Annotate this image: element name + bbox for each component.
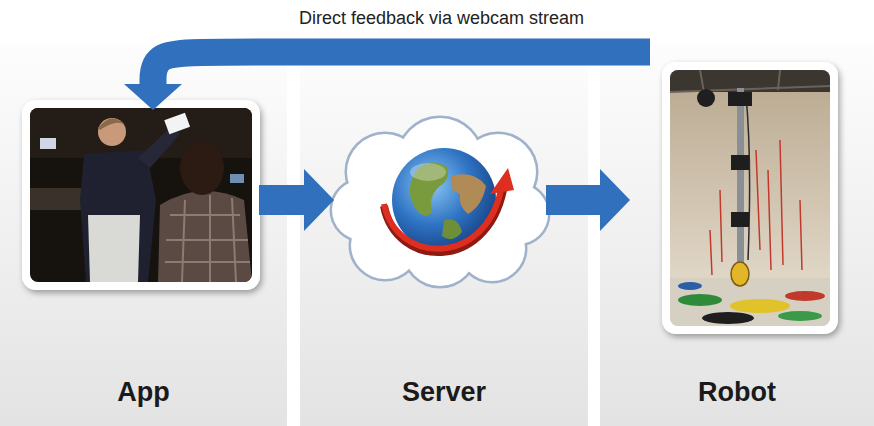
screen-glow — [40, 138, 56, 149]
controller — [164, 113, 190, 135]
column-label: App — [117, 376, 169, 408]
paint-splash — [730, 299, 790, 313]
ceiling-beams — [670, 70, 830, 92]
arrow-head — [304, 169, 334, 231]
paint-splash — [678, 282, 702, 290]
paint-drips — [710, 140, 802, 275]
edge-label: Direct feedback via webcam stream — [296, 7, 587, 29]
arrow-shaft — [259, 185, 305, 215]
robot-cable — [746, 95, 750, 260]
robot-joint — [731, 212, 749, 227]
floor — [670, 278, 830, 326]
swirl-arrowhead — [490, 168, 514, 194]
swirl-shadow — [384, 190, 503, 252]
continent — [442, 219, 462, 239]
arrow-head — [124, 84, 182, 110]
paint-splash — [785, 291, 825, 301]
man-hair — [98, 118, 126, 130]
man-trousers — [88, 215, 140, 282]
paint-splash — [702, 312, 754, 324]
photo-background — [30, 108, 252, 282]
cloud-outline — [378, 143, 502, 267]
robot-photo — [670, 70, 830, 326]
ceiling — [670, 70, 830, 92]
arrow-shaft — [546, 185, 601, 215]
woman-hair — [180, 141, 224, 195]
column-label: Robot — [698, 376, 776, 408]
photo-frame — [662, 62, 838, 334]
paint-bucket — [731, 262, 749, 286]
block-arrow — [546, 169, 630, 231]
paint-splash — [778, 311, 822, 321]
photo-frame — [22, 100, 260, 290]
column-label: Server — [402, 376, 486, 408]
camera — [697, 89, 715, 107]
paint-splash — [678, 294, 722, 306]
app-photo — [30, 108, 252, 282]
robot-joint — [731, 155, 749, 170]
cloud-fill — [378, 143, 502, 267]
plaid-lines — [165, 195, 250, 282]
arrow-head — [600, 169, 630, 231]
woman-shirt — [158, 191, 252, 282]
swirl-arrow — [384, 190, 501, 249]
block-arrow — [259, 169, 334, 231]
continent — [410, 162, 448, 215]
block-arrow — [124, 52, 650, 110]
continent — [451, 174, 486, 214]
arrow-shaft — [153, 52, 650, 85]
wall — [670, 70, 830, 326]
man-head — [98, 118, 126, 146]
lamp — [230, 174, 244, 183]
robot-pole — [737, 88, 744, 268]
man-body — [80, 150, 156, 282]
table — [30, 188, 88, 210]
robot-joint — [728, 92, 752, 106]
globe-highlight — [410, 163, 446, 181]
cloud — [332, 118, 548, 286]
